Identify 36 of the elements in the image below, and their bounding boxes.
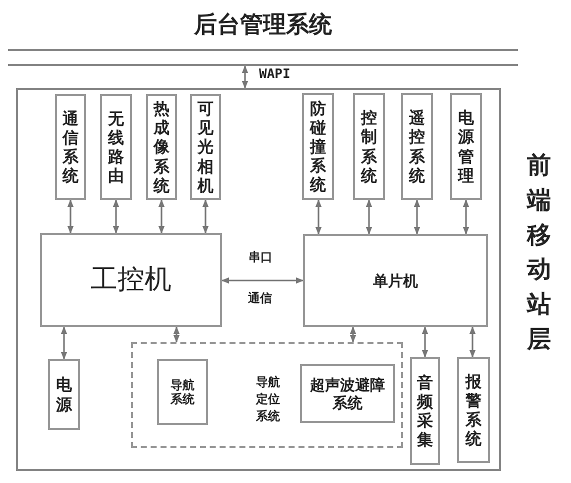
line-caption: 通信 (248, 292, 272, 306)
arrow (462, 199, 470, 235)
module-box: 可见光相机 (190, 94, 221, 200)
arrow (221, 277, 304, 284)
arrow (242, 65, 248, 89)
arrow (422, 326, 428, 358)
module-box: 热成像系统 (146, 94, 177, 200)
arrow (60, 326, 68, 360)
arrow (112, 199, 120, 234)
arrow (469, 326, 476, 358)
module-box: 单片机 (303, 234, 488, 327)
edge-label: 串口 (248, 250, 272, 264)
arrow (414, 199, 420, 235)
arrow (158, 199, 165, 234)
module-box: 报警系统 (457, 357, 490, 463)
arrow (366, 199, 372, 235)
module-box: 音频采集 (410, 357, 440, 465)
module-box: 控制系统 (353, 93, 385, 200)
module-box: 导航系统 (157, 359, 208, 425)
arrow (350, 326, 356, 343)
layer-heading: 前端移动站层 (526, 150, 552, 355)
module-box: 无线路由 (100, 94, 132, 200)
module-box: 防碰撞系统 (302, 93, 334, 200)
module-box: 工控机 (40, 233, 222, 327)
arrow (67, 199, 74, 234)
module-box: 超声波避障系统 (300, 364, 395, 423)
system-band: 后台管理系统 (8, 8, 518, 66)
module-box: 遥控系统 (401, 93, 433, 200)
module-box: 通信系统 (55, 94, 86, 200)
arrow (202, 199, 209, 234)
group-label: 导航定位系统 (255, 374, 281, 424)
arrow (315, 199, 322, 235)
group-box (131, 342, 403, 448)
module-box: 电源管理 (450, 93, 482, 200)
module-box: 电源 (48, 359, 80, 430)
arrow (173, 326, 180, 343)
